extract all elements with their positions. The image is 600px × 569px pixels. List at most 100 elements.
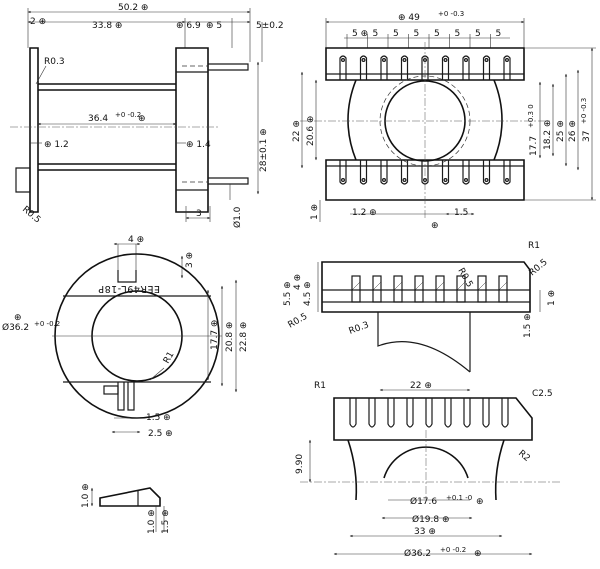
section-radius-inner: R0.5 (455, 267, 474, 290)
top-dim-b: 18.2 ⊕ (543, 120, 553, 150)
section-slot (372, 275, 382, 303)
end-dim-mid: 20.8 ⊕ (225, 322, 235, 352)
section-view: R1 R0.5 R0.5 5.5 ⊕ 4 ⊕ 4.5 ⊕ 1 ⊕ R0.5 R0… (283, 241, 557, 373)
detail-outer-diameter-sym: ⊕ (474, 549, 482, 559)
top-height-outer: 22 ⊕ (292, 120, 302, 142)
end-key-width: 4 ⊕ (128, 235, 144, 245)
pin-hole (505, 178, 510, 183)
side-wall-left: ⊕ 1.2 (44, 140, 69, 150)
detail-bore-b: Ø19.8 ⊕ (412, 514, 450, 525)
side-height: 28±0.1 ⊕ (259, 128, 269, 172)
detail-slot (482, 398, 490, 428)
comb-slot (482, 160, 491, 185)
pin-hole (484, 57, 489, 62)
top-dim-a: 17.7 (529, 136, 539, 156)
detail-slot (406, 398, 414, 428)
section-hatch (351, 281, 361, 291)
detail-radius-right: R2 (516, 449, 532, 464)
pin-hole (382, 57, 387, 62)
detail-slot (368, 398, 376, 428)
section-slot (477, 275, 487, 303)
pin-hole (443, 178, 448, 183)
end-slot-width: 1.5 ⊕ (146, 413, 171, 423)
top-slot-pitch: 5 (373, 29, 379, 39)
comb-slot (400, 160, 409, 185)
pin-detail-view: 1.0 ⊕ 1.0 ⊕ 1.5 ⊕ (81, 483, 171, 534)
top-height-inner: 20.6 ⊕ (306, 116, 316, 146)
comb-slot (441, 55, 450, 80)
side-pin-row-span: 33.8 ⊕ (92, 21, 122, 31)
side-pin-diameter: Ø1.0 (232, 206, 243, 228)
top-overall-width-tol: +0 -0.3 (438, 10, 464, 18)
comb-slot (380, 55, 388, 80)
comb-slot (441, 160, 450, 185)
side-view: 50.2 ⊕ 2 ⊕ 33.8 ⊕ ⊕ 6.9 ⊕ 5 5±0.2 3 (10, 3, 284, 228)
pin-hole (464, 178, 469, 183)
detail-radius-left: R1 (314, 381, 326, 391)
top-slot-pitch: 5 (414, 29, 420, 39)
top-dim-c: 25 ⊕ (556, 120, 566, 142)
top-center-mark: ⊕ (431, 221, 439, 231)
side-pin-length: 5±0.2 (256, 21, 284, 31)
detail-slot (349, 398, 357, 428)
section-hatch (477, 281, 487, 291)
comb-slot (462, 55, 470, 80)
pin-hole (382, 178, 387, 183)
section-slots (351, 275, 508, 303)
end-bore: 17.7 ⊕ (210, 320, 220, 350)
section-dim-5-5: 5.5 ⊕ (283, 281, 293, 306)
side-inner-length-sym: ⊕ (138, 114, 146, 124)
section-slot (498, 275, 508, 303)
top-dim-a-tol: +0.3 0 (527, 104, 535, 128)
section-radius-top: R1 (528, 241, 540, 251)
detail-slot (444, 398, 452, 428)
comb-slot (339, 55, 347, 80)
top-bottom-left: 1 ⊕ (310, 204, 320, 220)
section-radius-top2: R0.5 (528, 257, 550, 278)
detail-chamfer: C2.5 (532, 389, 553, 399)
top-slot-pitch: 5 (496, 29, 502, 39)
end-view: 4 ⊕ 3 ⊕ EER49L-18P Ø36.2 +0 -0.2 ⊕ 17.7 … (2, 235, 249, 439)
side-inner-length-tol: +0 -0.2 (115, 111, 141, 119)
comb-slot (380, 160, 388, 185)
pin-depth: 1.5 ⊕ (161, 509, 171, 534)
top-dim-e: 37 (582, 131, 592, 142)
section-slot (414, 275, 424, 303)
top-slot-pitch: 5 (475, 29, 481, 39)
side-left-offset: 2 ⊕ (30, 17, 46, 27)
detail-slot (387, 398, 395, 428)
pin-hole (341, 178, 346, 183)
section-dim-4-5: 4.5 ⊕ (303, 281, 313, 306)
detail-slots (349, 398, 509, 428)
section-slot (393, 275, 403, 303)
end-slot-span: 2.5 ⊕ (148, 429, 173, 439)
comb-slot (359, 160, 368, 185)
detail-slot-span: 22 ⊕ (410, 381, 432, 391)
section-dim-1-5: 1.5 ⊕ (523, 313, 533, 338)
section-slot (351, 275, 361, 303)
end-outer-diameter: Ø36.2 (2, 322, 29, 333)
comb-slot (359, 55, 368, 80)
section-dim-4: 4 ⊕ (293, 274, 303, 290)
end-dim-outer: 22.8 ⊕ (239, 322, 249, 352)
section-hatch (372, 281, 382, 291)
top-dim-e-tol: +0 -0.3 (580, 98, 588, 124)
section-hatch (498, 281, 508, 291)
detail-outer-diameter-tol: +0 -0.2 (440, 546, 466, 554)
pin-hole (443, 57, 448, 62)
top-slot-gap: 1.5 (454, 208, 468, 218)
detail-slot (501, 398, 509, 428)
comb-slot (503, 160, 511, 185)
top-slot-pitch: 5 (393, 29, 399, 39)
top-slot-pitch: 5 (455, 29, 461, 39)
detail-height: 9.90 (295, 454, 305, 474)
side-overall-width: 50.2 ⊕ (118, 3, 148, 13)
side-pin-pitch-a: ⊕ 6.9 (176, 21, 201, 31)
detail-bore-a: Ø17.6 (410, 496, 437, 507)
comb-slot (400, 55, 409, 80)
pin-hole (505, 57, 510, 62)
side-radius-bottom: R0.5 (20, 205, 42, 226)
comb-slot (503, 55, 511, 80)
end-part-marking: EER49L-18P (98, 283, 160, 294)
